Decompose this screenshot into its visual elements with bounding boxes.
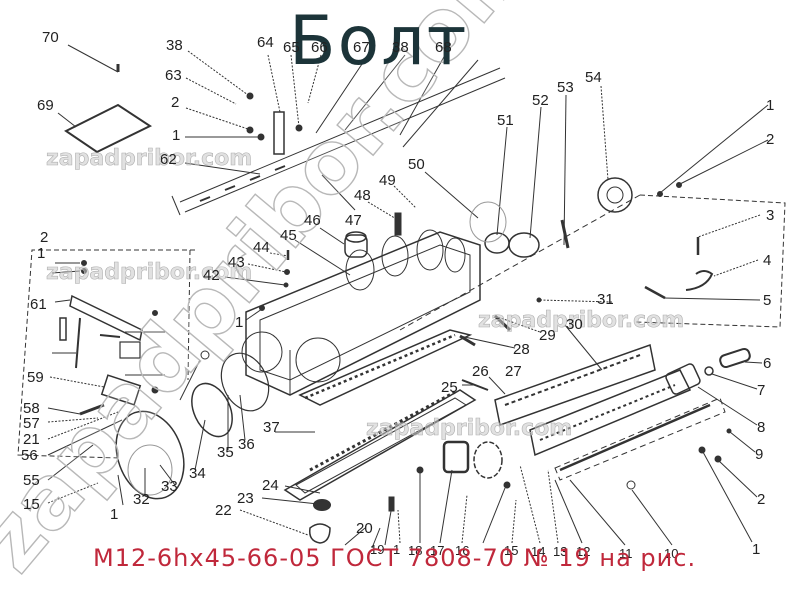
- callout-label: 33: [161, 478, 178, 495]
- callout-label: 15: [504, 543, 519, 558]
- callout-label: 26: [472, 363, 489, 380]
- callout-label: 2: [766, 131, 775, 148]
- callout-label: 44: [253, 239, 270, 256]
- callout-label: 15: [23, 496, 40, 513]
- callout-label: 3: [766, 207, 775, 224]
- callout-label: 16: [455, 543, 470, 558]
- callout-label: 13: [553, 544, 568, 559]
- callout-label: 45: [280, 227, 297, 244]
- callout-label: 1: [110, 506, 119, 523]
- page-title: Болт: [289, 2, 469, 81]
- callout-label: 14: [531, 544, 546, 559]
- part-caption: М12-6hx45-66-05 ГОСТ 7808-70 № 19 на рис…: [93, 544, 697, 572]
- callout-label: 2: [757, 491, 766, 508]
- callout-label: 12: [576, 544, 591, 559]
- callout-label: 53: [557, 79, 574, 96]
- callout-label: 63: [165, 67, 182, 84]
- callout-label: 47: [345, 212, 362, 229]
- callout-label: 48: [354, 187, 371, 204]
- callout-label: 59: [27, 369, 44, 386]
- callout-label: 19: [370, 542, 385, 557]
- callout-label: 21: [23, 431, 40, 448]
- callout-label: 58: [23, 400, 40, 417]
- callout-label: 2: [40, 229, 49, 246]
- callout-label: 37: [263, 419, 280, 436]
- callout-label: 64: [257, 34, 274, 51]
- callout-label: 8: [757, 419, 766, 436]
- callout-label: 38: [392, 39, 409, 56]
- callout-label: 5: [763, 292, 772, 309]
- callout-label: 27: [505, 363, 522, 380]
- callout-label: 1: [766, 97, 775, 114]
- callout-label: 57: [23, 415, 40, 432]
- callout-label: 31: [597, 291, 614, 308]
- callout-label: 2: [171, 94, 180, 111]
- callout-label: 30: [566, 316, 583, 333]
- callout-label: 9: [755, 446, 764, 463]
- callout-label: 11: [619, 546, 633, 561]
- callout-label: 49: [379, 172, 396, 189]
- callout-label: 24: [262, 477, 279, 494]
- callout-label: 61: [30, 296, 47, 313]
- callout-label: 66: [311, 39, 328, 56]
- callout-label: 55: [23, 472, 40, 489]
- callout-label: 35: [217, 444, 234, 461]
- callout-label: 34: [189, 465, 206, 482]
- callout-label: 62: [160, 151, 177, 168]
- callout-label: 1: [37, 245, 46, 262]
- callout-label: 70: [42, 29, 59, 46]
- callout-label: 18: [408, 543, 423, 558]
- callout-label: 65: [283, 39, 300, 56]
- callout-label: 22: [215, 502, 232, 519]
- callout-label: 52: [532, 92, 549, 109]
- callout-label: 46: [304, 212, 321, 229]
- callout-label: 1: [235, 314, 244, 331]
- callout-label: 69: [37, 97, 54, 114]
- callout-label: 10: [664, 546, 679, 561]
- callout-label: 1: [393, 542, 401, 557]
- callout-label: 4: [763, 252, 772, 269]
- callout-label: 1: [752, 541, 761, 558]
- callout-label: 20: [356, 520, 373, 537]
- callout-label: 29: [539, 327, 556, 344]
- callout-label: 28: [513, 341, 530, 358]
- callout-label: 36: [238, 436, 255, 453]
- callout-label: 42: [203, 267, 220, 284]
- callout-label: 67: [353, 39, 370, 56]
- callout-label: 6: [763, 355, 772, 372]
- callout-label: 54: [585, 69, 602, 86]
- callout-label: 56: [21, 447, 38, 464]
- callout-label: 1: [172, 127, 181, 144]
- callout-label: 51: [497, 112, 514, 129]
- callout-label: 43: [228, 254, 245, 271]
- callout-label: 25: [441, 379, 458, 396]
- callout-label: 23: [237, 490, 254, 507]
- callout-label: 17: [430, 543, 445, 558]
- callout-label: 50: [408, 156, 425, 173]
- callout-label: 32: [133, 491, 150, 508]
- callout-label: 38: [166, 37, 183, 54]
- callout-label: 7: [757, 382, 766, 399]
- callout-label: 68: [435, 39, 452, 56]
